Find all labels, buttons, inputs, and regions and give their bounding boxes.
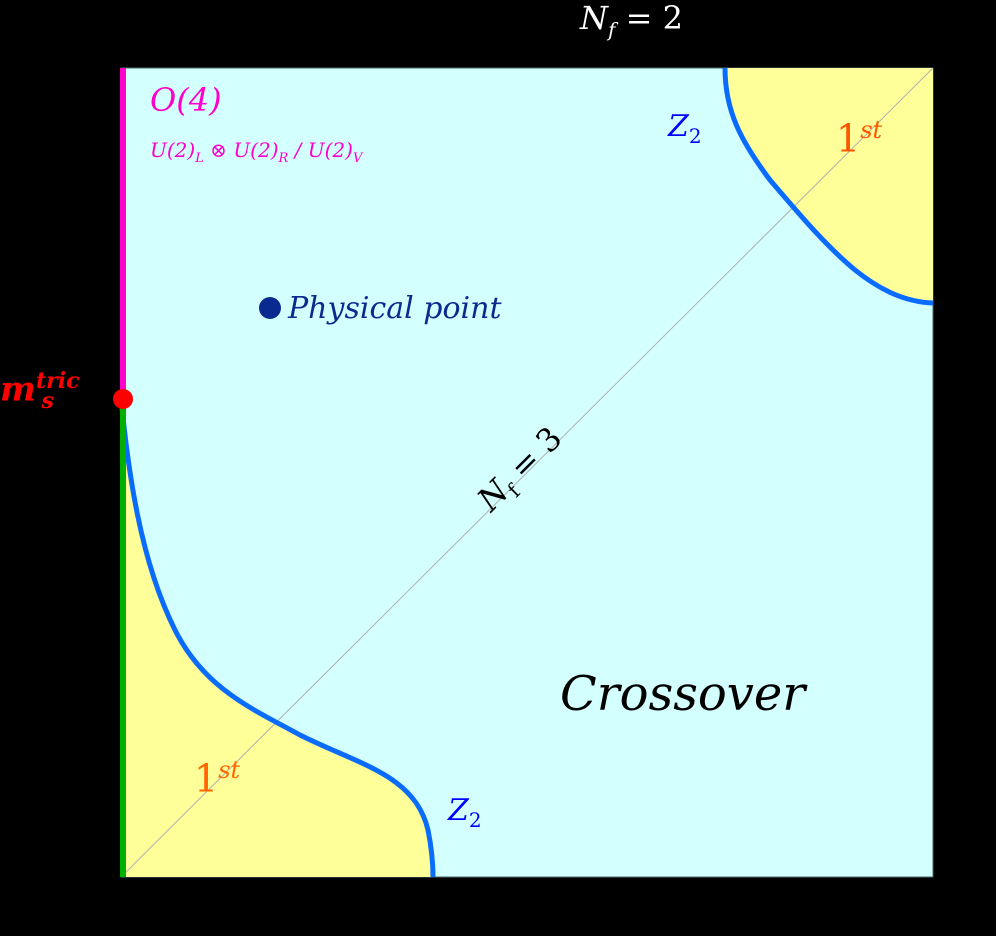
z2-boundary-top-line bbox=[722, 67, 934, 306]
diagram-title: Nf = 2 bbox=[580, 0, 683, 42]
first-order-region-bottom-left bbox=[121, 398, 433, 877]
first-order-region-top-right bbox=[725, 68, 933, 303]
first-order-bottom-label: 1st bbox=[194, 756, 241, 801]
o4-label: O(4) bbox=[150, 81, 222, 119]
crossover-label: Crossover bbox=[560, 666, 806, 722]
z2-top-label: Z2 bbox=[668, 109, 702, 148]
physical-point-marker bbox=[259, 297, 281, 319]
first-order-top-label: 1st bbox=[836, 116, 883, 161]
z2-boundary-bottom-line bbox=[118, 397, 436, 878]
z2-bottom-label: Z2 bbox=[448, 793, 482, 832]
nf3-diagonal-line bbox=[120, 67, 934, 878]
tricritical-mass-label: mtrics bbox=[0, 368, 80, 415]
physical-point-label: Physical point bbox=[288, 291, 502, 326]
tricritical-point-marker bbox=[113, 389, 133, 409]
symmetry-label: U(2)L ⊗ U(2)R / U(2)V bbox=[150, 138, 363, 166]
